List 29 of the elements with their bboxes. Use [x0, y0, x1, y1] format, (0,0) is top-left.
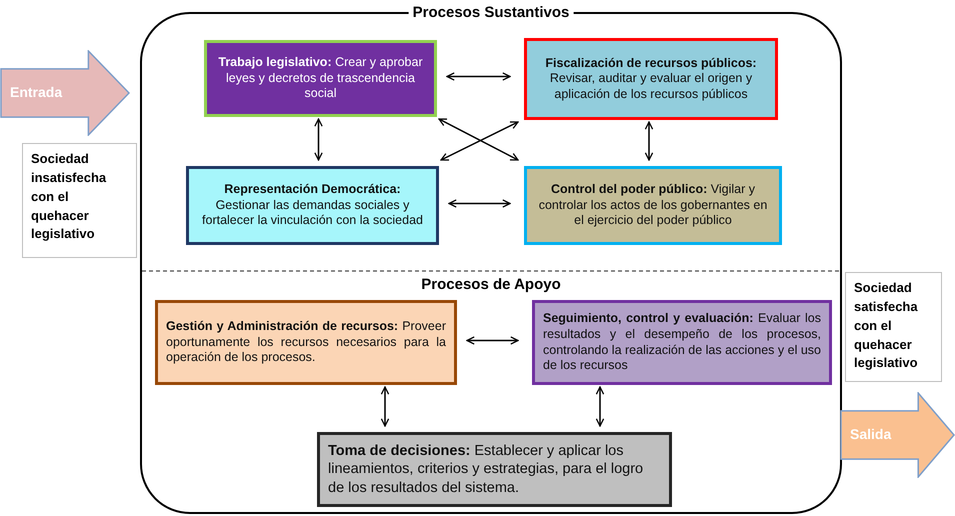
double-arrow: [314, 118, 323, 161]
process-description: Representación Democrática: Gestionar las demandas sociales y fortalecer la vinculación con la sociedad: [201, 182, 424, 229]
process-description: Gestión y Administración de recursos: Proveer oportunamente los recursos necesarios para la operación de los procesos.: [166, 319, 446, 366]
note-text: Sociedad satisfecha con el quehacer legislativo: [854, 279, 919, 372]
arrow-label: Entrada: [10, 84, 62, 100]
process-description: Toma de decisiones: Establecer y aplicar los lineamientos, criterios y estrategias, para el logro de los resultados del sistema.: [328, 442, 644, 497]
process-box: [204, 40, 437, 117]
double-arrow: [466, 336, 519, 345]
double-arrow: [448, 199, 511, 208]
process-description: Seguimiento, control y evaluación: Evaluar los resultados y el desempeño de los procesos, controlando la realización de las acciones y el uso de los recursos: [543, 311, 821, 374]
note-box: [22, 143, 137, 258]
double-arrow: [596, 386, 604, 427]
process-box: [186, 166, 439, 245]
double-arrow: [644, 121, 654, 161]
double-arrow: [380, 386, 390, 427]
process-box: [317, 432, 672, 507]
process-description: Trabajo legislativo: Crear y aprobar leyes y decretos de trascendencia social: [217, 55, 424, 102]
process-box: [524, 166, 782, 245]
process-box: [155, 300, 457, 385]
process-box: [524, 38, 778, 120]
process-description: Control del poder público: Vigilar y controlar los actos de los gobernantes en el ejercicio del poder público: [538, 182, 768, 229]
block-arrow: [840, 392, 955, 478]
double-arrow: [446, 72, 511, 81]
process-box: [532, 300, 832, 385]
arrow-label: Salida: [850, 426, 892, 442]
note-box: [845, 272, 942, 382]
block-arrow: [0, 50, 130, 136]
note-text: Sociedad insatisfecha con el quehacer legislativo: [31, 150, 108, 244]
process-description: Fiscalización de recursos públicos: Revisar, auditar y evaluar el origen y aplicación de los recursos públicos: [544, 56, 758, 102]
